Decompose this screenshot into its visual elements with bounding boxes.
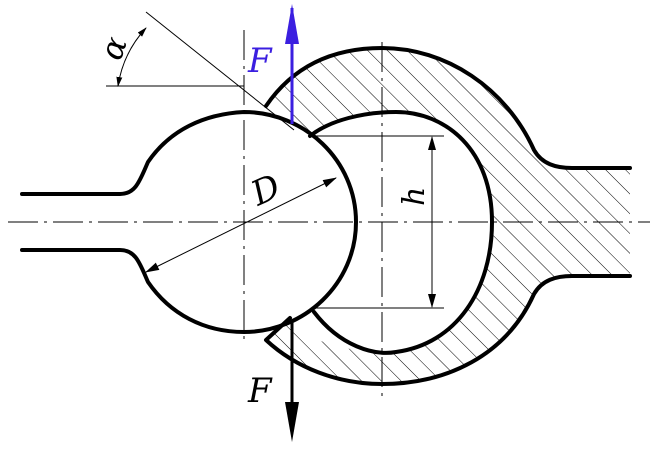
contact-normal-line (145, 11, 295, 131)
angle-arc (116, 27, 147, 87)
socket-body (266, 48, 630, 384)
force-arrowhead-top (285, 4, 299, 44)
force-arrowhead-bottom (285, 402, 299, 442)
angle-label: α (92, 31, 135, 64)
height-label: h (397, 187, 432, 206)
ball-outline (20, 110, 358, 334)
socket-outline (264, 46, 632, 170)
force-label-bottom: F (247, 371, 273, 411)
force-label-top: F (247, 41, 273, 81)
diameter-dimension-line (145, 177, 337, 273)
diameter-label: D (244, 167, 286, 215)
socket-outline-lower (264, 274, 632, 386)
